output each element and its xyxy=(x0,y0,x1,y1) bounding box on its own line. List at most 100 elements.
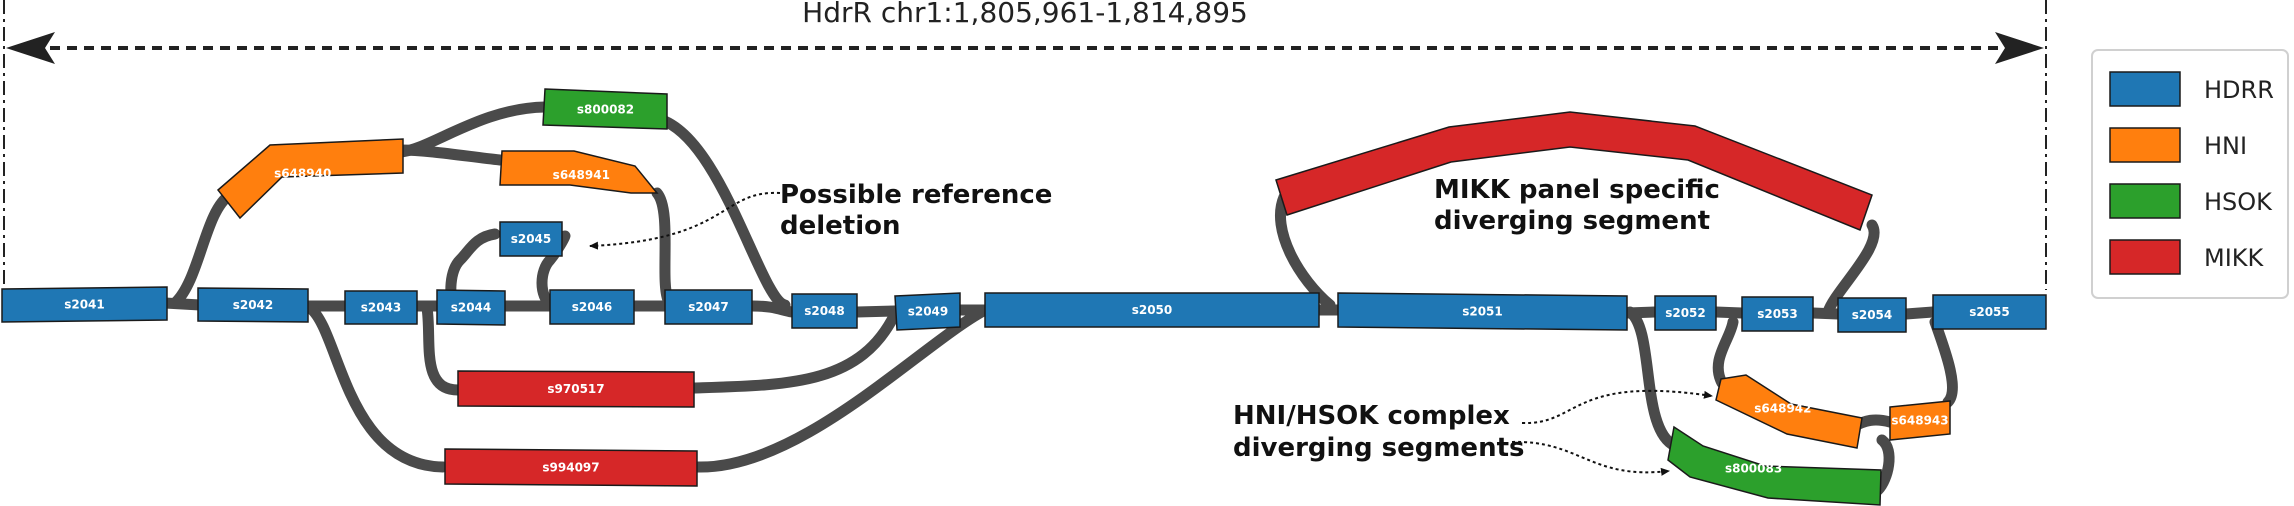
segment-label: s648942 xyxy=(1754,401,1811,415)
segment-shape xyxy=(1667,425,1882,506)
segment-node-s2047: s2047 xyxy=(664,289,753,325)
legend-label-hdrr: HDRR xyxy=(2204,76,2274,104)
edge xyxy=(691,304,991,473)
segment-shape xyxy=(1715,374,1863,449)
segment-shape xyxy=(344,290,418,325)
edge xyxy=(1900,306,1939,320)
segment-label: s2051 xyxy=(1462,305,1503,319)
segment-node-s2045: s2045 xyxy=(499,221,563,257)
graph-edges xyxy=(159,101,1958,496)
segment-label: s2046 xyxy=(572,300,613,314)
segment-shape xyxy=(444,448,698,487)
segment-shape xyxy=(436,289,506,326)
complex-annotation-line1: HNI/HSOK complex xyxy=(1233,401,1510,431)
edge xyxy=(1274,191,1336,311)
segment-node-s1080938: s1080938 xyxy=(1275,111,1873,231)
segment-node-s2052: s2052 xyxy=(1654,295,1717,331)
range-right-arrowhead xyxy=(1995,32,2044,64)
edge xyxy=(1929,316,1958,408)
edge xyxy=(851,305,901,318)
complex-pointer-arrow-upper xyxy=(1521,389,1713,425)
segment-node-s648940: s648940 xyxy=(216,138,404,220)
segment-label: s2041 xyxy=(64,298,105,312)
edge xyxy=(536,230,571,312)
segment-shape xyxy=(499,221,563,257)
segment-shape xyxy=(1837,297,1907,333)
legend-swatch-hni xyxy=(2109,127,2181,163)
segment-node-s994097: s994097 xyxy=(444,448,698,487)
segment-label: s994097 xyxy=(542,461,599,475)
deletion-annotation-line1: Possible reference xyxy=(780,180,1052,210)
legend-swatch-hsok xyxy=(2109,183,2181,219)
segment-shape xyxy=(1275,111,1873,231)
range-left-arrowhead xyxy=(6,32,55,64)
segment-label: s2042 xyxy=(233,298,274,312)
segment-shape xyxy=(1654,295,1717,331)
segment-label: s2050 xyxy=(1132,303,1173,317)
segment-node-s2054: s2054 xyxy=(1837,297,1907,333)
segment-label: s2055 xyxy=(1969,305,2010,319)
segment-label: s1080938 xyxy=(1539,158,1605,172)
segment-shape xyxy=(894,292,961,331)
segment-node-s2049: s2049 xyxy=(894,292,961,331)
segment-label: s2044 xyxy=(451,301,492,315)
mikk-annotation-line2: diverging segment xyxy=(1434,206,1710,236)
segment-label: s2052 xyxy=(1665,306,1706,320)
segment-shape xyxy=(1741,296,1814,332)
segment-label: s2049 xyxy=(908,305,949,319)
segment-shape xyxy=(457,370,695,408)
mikk-annotation-line1: MIKK panel specific xyxy=(1434,175,1720,205)
legend-swatch-hdrr xyxy=(2109,71,2181,107)
edge xyxy=(421,302,464,396)
graph-segments: s2041 s2042 s2043 s2044 s2045 s2046 s2047 s2048… xyxy=(1,88,2047,506)
edge xyxy=(649,112,791,311)
segment-shape xyxy=(197,287,309,323)
segment-shape xyxy=(549,289,635,325)
segment-node-s648943: s648943 xyxy=(1889,400,1951,441)
segment-label: s2053 xyxy=(1757,307,1798,321)
segment-node-s800083: s800083 xyxy=(1667,425,1882,506)
segment-label: s2045 xyxy=(511,232,552,246)
segment-label: s2047 xyxy=(688,300,729,314)
edge xyxy=(688,308,901,394)
legend-swatch-mikk xyxy=(2109,239,2181,275)
segment-shape xyxy=(1,286,168,323)
segment-label: s800083 xyxy=(1725,462,1782,476)
segment-label: s648940 xyxy=(274,167,331,181)
segment-node-s2051: s2051 xyxy=(1337,292,1628,331)
legend-box xyxy=(2091,49,2289,299)
segment-node-s970517: s970517 xyxy=(457,370,695,408)
segment-node-s2048: s2048 xyxy=(791,293,858,329)
segment-label: s648941 xyxy=(553,168,610,182)
legend: HDRR HNI HSOK MIKK xyxy=(2091,49,2289,299)
edge xyxy=(169,189,236,309)
complex-pointer-arrow-lower xyxy=(1511,440,1670,476)
segment-shape xyxy=(984,292,1320,328)
segment-shape xyxy=(1337,292,1628,331)
segment-label: s800082 xyxy=(577,102,634,116)
segment-label: s648943 xyxy=(1891,414,1948,428)
deletion-pointer-arrow xyxy=(589,191,781,250)
segment-shape xyxy=(791,293,858,329)
segment-shape xyxy=(1889,400,1951,441)
segment-label: s2054 xyxy=(1852,308,1893,322)
edge xyxy=(746,300,798,318)
segment-node-s2050: s2050 xyxy=(984,292,1320,328)
legend-label-hni: HNI xyxy=(2204,132,2247,160)
deletion-annotation-line2: deletion xyxy=(780,211,901,241)
edge xyxy=(394,101,551,158)
legend-label-hsok: HSOK xyxy=(2204,188,2273,216)
segment-node-s2053: s2053 xyxy=(1741,296,1814,332)
segment-node-s2055: s2055 xyxy=(1932,294,2047,330)
edge xyxy=(394,144,506,166)
segment-node-s648942: s648942 xyxy=(1715,374,1863,449)
legend-label-mikk: MIKK xyxy=(2204,244,2265,272)
edge xyxy=(1822,219,1880,318)
segment-label: s2043 xyxy=(361,301,402,315)
segment-shape xyxy=(216,138,404,220)
segment-shape xyxy=(664,289,753,325)
edge xyxy=(1624,306,1681,452)
segment-node-s2043: s2043 xyxy=(344,290,418,325)
edge xyxy=(1710,306,1748,319)
